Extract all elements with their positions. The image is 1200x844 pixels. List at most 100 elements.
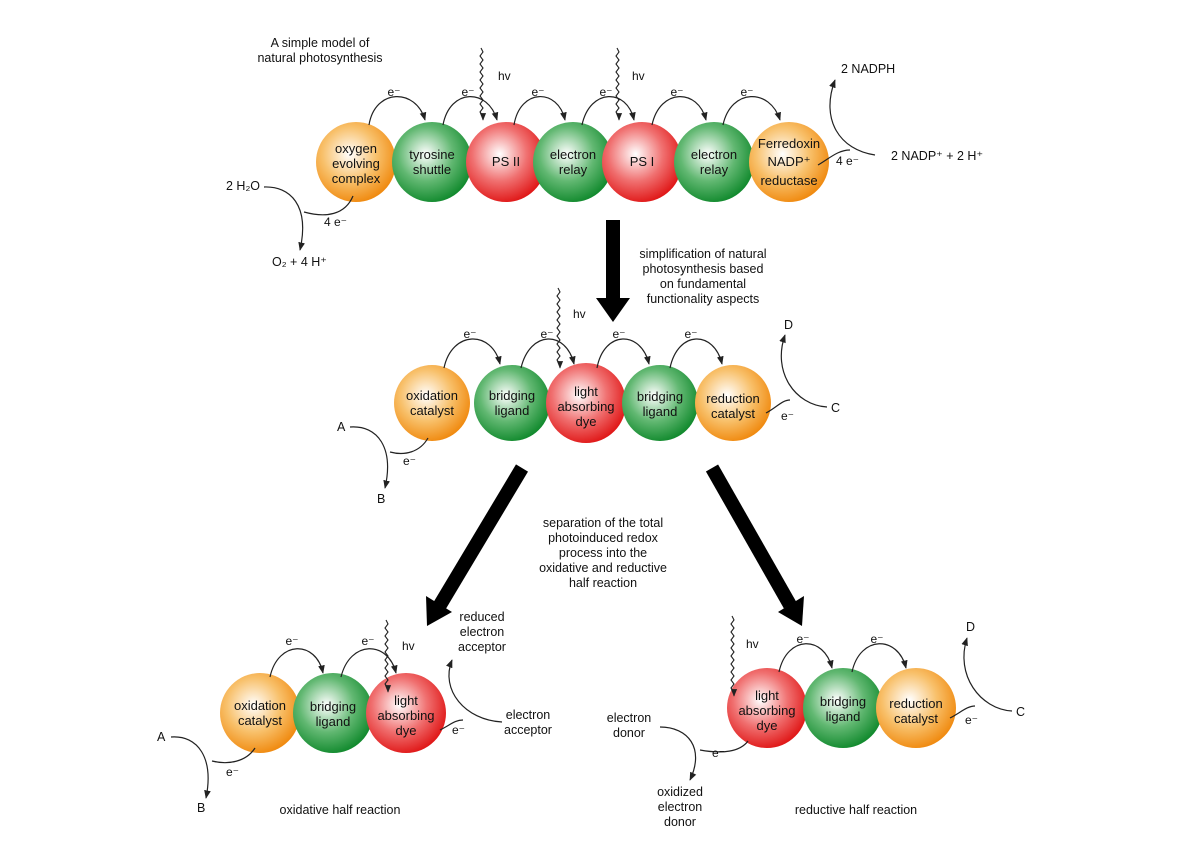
separation-line: photoinduced redox <box>548 531 659 545</box>
ball-label: oxidation <box>234 698 286 713</box>
ball-label: light <box>574 384 598 399</box>
hv-label: hv <box>402 639 415 653</box>
electron-arc <box>442 96 499 126</box>
reductive-electron-arcs <box>778 643 908 673</box>
ball-ps-ii <box>466 122 546 202</box>
ball-tyrosine-shuttle <box>392 122 472 202</box>
substrate-a-label: A <box>157 730 166 744</box>
reduced-acceptor-line: acceptor <box>458 640 506 654</box>
separation-line: half reaction <box>569 576 637 590</box>
ball-light-absorbing-dye <box>546 363 626 443</box>
electron-label: e⁻ <box>599 85 612 99</box>
ball-label: ligand <box>643 404 678 419</box>
ball-label: Ferredoxin <box>758 136 820 151</box>
product-d-label: D <box>966 620 975 634</box>
ball-bridging-ligand <box>803 668 883 748</box>
electron-arc <box>596 338 651 369</box>
product-d-label: D <box>784 318 793 332</box>
electron-arc <box>851 643 908 673</box>
middle-electron-labels: e⁻ e⁻ e⁻ e⁻ <box>463 327 697 341</box>
ball-label: catalyst <box>711 406 755 421</box>
ball-label: electron <box>691 147 737 162</box>
ball-label: NADP⁺ <box>768 154 811 169</box>
electron-arc <box>443 338 502 369</box>
reduced-acceptor-label: reduced electron acceptor <box>458 610 506 654</box>
separation-line: separation of the total <box>543 516 663 530</box>
light-wave-icon <box>479 47 487 121</box>
ball-label: ligand <box>316 714 351 729</box>
ball-electron-relay-2 <box>674 122 754 202</box>
ball-label: bridging <box>637 389 683 404</box>
ball-label: oxidation <box>406 388 458 403</box>
ball-label: PS II <box>492 154 520 169</box>
a-to-b-arrow <box>170 736 211 799</box>
oxidized-donor-line: electron <box>658 800 703 814</box>
simplify-line: photosynthesis based <box>643 262 764 276</box>
ball-fnr <box>749 122 829 202</box>
light-wave-icon <box>615 47 623 121</box>
ball-light-absorbing-dye <box>366 673 446 753</box>
electron-label: e⁻ <box>796 632 809 646</box>
a-electron-arc <box>211 747 256 764</box>
electron-label: e⁻ <box>712 746 725 760</box>
electron-label: e⁻ <box>463 327 476 341</box>
simplify-line: on fundamental <box>660 277 746 291</box>
light-wave-icon <box>556 287 564 369</box>
ball-label: absorbing <box>738 703 795 718</box>
electron-label: e⁻ <box>540 327 553 341</box>
c-electron-arc <box>765 399 791 414</box>
oxidative-ball-labels: oxidation catalyst bridging ligand light… <box>234 693 435 738</box>
ball-label: absorbing <box>377 708 434 723</box>
ball-bridging-ligand <box>293 673 373 753</box>
ball-label: absorbing <box>557 399 614 414</box>
middle-chain <box>394 363 771 443</box>
ball-label: ligand <box>495 403 530 418</box>
ball-label: light <box>394 693 418 708</box>
ball-label: light <box>755 688 779 703</box>
electron-arc <box>778 643 834 673</box>
reduced-acceptor-line: reduced <box>459 610 504 624</box>
nadp-electron-arc <box>817 149 851 166</box>
ball-bridging-ligand-1 <box>474 365 550 441</box>
electron-label: e⁻ <box>531 85 544 99</box>
ball-label: bridging <box>310 699 356 714</box>
ball-label: evolving <box>332 156 380 171</box>
electron-label: e⁻ <box>226 765 239 779</box>
light-wave-icon <box>384 619 392 693</box>
reductive-chain <box>727 668 956 748</box>
electron-arc <box>651 96 708 126</box>
substrate-c-label: C <box>1016 705 1025 719</box>
electron-label: e⁻ <box>781 409 794 423</box>
electron-label: e⁻ <box>684 327 697 341</box>
electron-arc <box>722 96 781 126</box>
ball-label: dye <box>576 414 597 429</box>
ball-bridging-ligand-2 <box>622 365 698 441</box>
ball-label: electron <box>550 147 596 162</box>
separation-line: process into the <box>559 546 647 560</box>
ball-label: dye <box>396 723 417 738</box>
electron-arc <box>368 96 427 126</box>
oxidized-donor-line: oxidized <box>657 785 703 799</box>
ball-label: catalyst <box>410 403 454 418</box>
electron-arc <box>669 338 724 369</box>
electron-label: e⁻ <box>670 85 683 99</box>
water-arrow <box>263 186 305 251</box>
top-chain <box>316 122 829 202</box>
acceptor-line: electron <box>506 708 551 722</box>
product-b-label: B <box>197 801 205 815</box>
ball-label: ligand <box>826 709 861 724</box>
electron-label: e⁻ <box>387 85 400 99</box>
nadp-arrow <box>829 79 876 156</box>
hv-label: hv <box>746 637 759 651</box>
nadph-label: 2 NADPH <box>841 62 895 76</box>
oxidative-electron-arcs <box>269 648 398 678</box>
top-title-line-1: A simple model of <box>271 36 370 50</box>
ball-label: relay <box>700 162 729 177</box>
electron-label: e⁻ <box>361 634 374 648</box>
ball-label: bridging <box>820 694 866 709</box>
left-diagonal-arrow <box>426 464 529 626</box>
separation-note: separation of the total photoinduced red… <box>539 516 667 590</box>
ball-reduction-catalyst <box>695 365 771 441</box>
reduced-acceptor-line: electron <box>460 625 505 639</box>
